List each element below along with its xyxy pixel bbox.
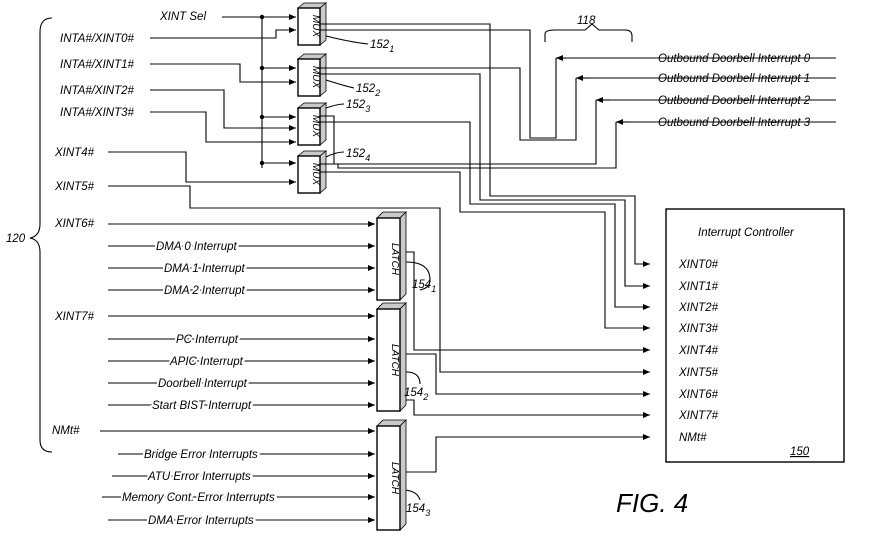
controller-pin-xint5: XINT5# [678, 367, 719, 379]
latch-1-out [406, 251, 650, 353]
bracket-118-label: 118 [577, 15, 596, 27]
latch-1-input-0: DMA 0 Interrupt [156, 241, 238, 253]
mux-3-ref: 1523 [346, 99, 370, 114]
mux-3-leader [325, 103, 345, 109]
mux-2-leader [325, 79, 355, 89]
inta0-label: INTA#/XINT0# [60, 33, 135, 45]
controller-pin-xint6: XINT6# [678, 389, 719, 401]
inta1-wire [150, 63, 296, 85]
mux-1-out [320, 23, 650, 267]
controller-pin-nmi: NMt# [679, 432, 707, 444]
brace-120-label: 120 [6, 233, 26, 245]
latch-3-input-3: DMA Error Interrupts [148, 515, 254, 527]
interrupt-controller: Interrupt Controller XINT0# XINT1# XINT2… [665, 208, 845, 463]
mux-2: MUX [296, 53, 328, 97]
latch-1-leader [405, 261, 431, 291]
xint5-label: XINT5# [54, 181, 95, 193]
brace-120 [29, 17, 53, 453]
latch-2-input-2: Doorbell Interrupt [158, 378, 248, 390]
mux-2-ref: 1522 [356, 83, 380, 98]
xint5-wire [108, 185, 650, 375]
doorbell-2-label: Outbound Doorbell Interrupt 2 [658, 95, 811, 107]
latch-3-leader [405, 489, 421, 501]
doorbell-3-label: Outbound Doorbell Interrupt 3 [658, 117, 811, 129]
controller-ref: 150 [790, 446, 810, 458]
latch-1-input-2: DMA 2 Interrupt [164, 285, 246, 297]
inta2-wire [150, 89, 296, 131]
doorbell-1-route [320, 67, 577, 141]
mux-4-out [320, 171, 650, 331]
latch-1-label: LATCH [389, 243, 400, 276]
latch-3: LATCH [376, 419, 407, 531]
latch-2-out-b [406, 399, 650, 418]
controller-title: Interrupt Controller [698, 227, 795, 239]
latch-1: LATCH [376, 211, 407, 301]
mux-2-out [320, 73, 650, 289]
mux-1-leader [325, 35, 369, 45]
mux-4-leader [325, 151, 345, 158]
inta1-label: INTA#/XINT1# [60, 59, 135, 71]
latch-2-input-3: Start BIST Interrupt [152, 400, 252, 412]
latch-3-input-1: ATU Error Interrupts [147, 471, 251, 483]
latch-3-label: LATCH [389, 462, 400, 495]
xint4-wire [108, 151, 296, 185]
latch-3-out [406, 434, 650, 473]
mux-3: MUX [296, 102, 328, 146]
mux-1-label: MUX [310, 15, 321, 38]
inta0-wire [150, 27, 296, 39]
latch-3-ref: 1543 [406, 503, 430, 518]
mux-3-out [320, 121, 650, 310]
latch-2-input-0: PC Interrupt [176, 334, 239, 346]
xint7-label: XINT7# [54, 311, 95, 323]
controller-pin-xint1: XINT1# [678, 281, 719, 293]
latch-2-out [406, 353, 650, 397]
mux-2-label: MUX [310, 66, 321, 89]
latch-3-input-0: Bridge Error Interrupts [144, 449, 258, 461]
bracket-118 [544, 23, 633, 42]
xint-sel-label: XINT Sel [159, 11, 206, 23]
controller-pin-xint3: XINT3# [678, 323, 719, 335]
mux-4-ref: 1524 [346, 148, 370, 163]
latch-1-ref: 1541 [412, 279, 436, 294]
controller-pin-xint0: XINT0# [678, 259, 719, 271]
doorbell-1-label: Outbound Doorbell Interrupt 1 [658, 73, 810, 85]
mux-1-ref: 1521 [370, 39, 394, 54]
latch-2: LATCH [376, 302, 407, 412]
figure-label: FIG. 4 [616, 488, 688, 518]
mux-3-label: MUX [310, 115, 321, 138]
doorbell-3-route [320, 122, 617, 169]
nmi-label: NMt# [52, 425, 80, 437]
inta3-label: INTA#/XINT3# [60, 107, 135, 119]
controller-pin-xint4: XINT4# [678, 345, 719, 357]
doorbell-0-label: Outbound Doorbell Interrupt 0 [658, 53, 811, 65]
doorbell-0-route [320, 29, 557, 139]
latch-2-leader [405, 371, 421, 385]
latch-1-input-1: DMA 1 Interrupt [164, 263, 246, 275]
latch-2-ref: 1542 [404, 387, 428, 402]
latch-3-input-2: Memory Cont. Error Interrupts [122, 492, 275, 504]
inta3-wire [150, 111, 296, 145]
mux-1: MUX [296, 2, 328, 46]
controller-pin-xint2: XINT2# [678, 302, 719, 314]
xint6-label: XINT6# [54, 218, 95, 230]
controller-pin-xint7: XINT7# [678, 410, 719, 422]
mux-4-label: MUX [310, 163, 321, 186]
xint4-label: XINT4# [54, 147, 95, 159]
latch-2-input-1: APIC Interrupt [169, 356, 244, 368]
latch-2-label: LATCH [389, 344, 400, 377]
inta2-label: INTA#/XINT2# [60, 85, 135, 97]
